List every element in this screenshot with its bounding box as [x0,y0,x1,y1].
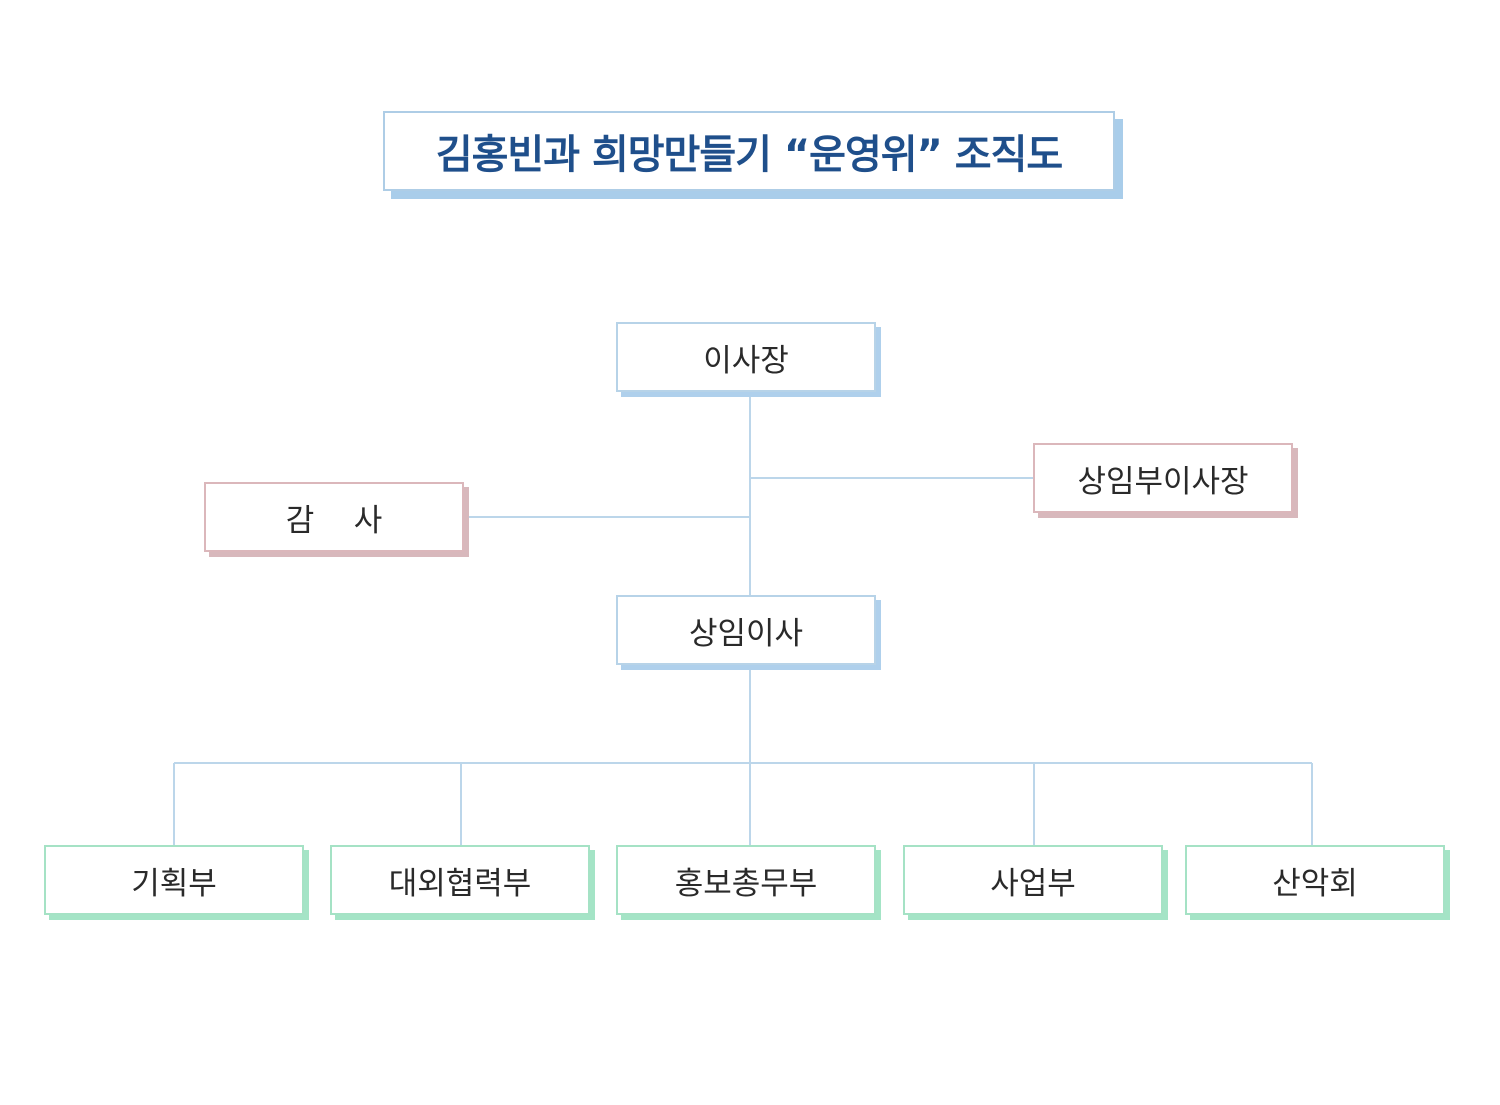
node-dept-mountain-club: 산악회 [1185,845,1445,915]
node-chairman: 이사장 [616,322,876,392]
node-dept-pr-general-affairs: 홍보총무부 [616,845,876,915]
node-dept-planning: 기획부 [44,845,304,915]
node-dept-business: 사업부 [903,845,1163,915]
node-standing-vice-chairman: 상임부이사장 [1033,443,1293,513]
node-standing-director: 상임이사 [616,595,876,665]
node-auditor: 감 사 [204,482,464,552]
chart-title: 김홍빈과 희망만들기 “운영위” 조직도 [383,111,1115,191]
node-dept-external-relations: 대외협력부 [330,845,590,915]
